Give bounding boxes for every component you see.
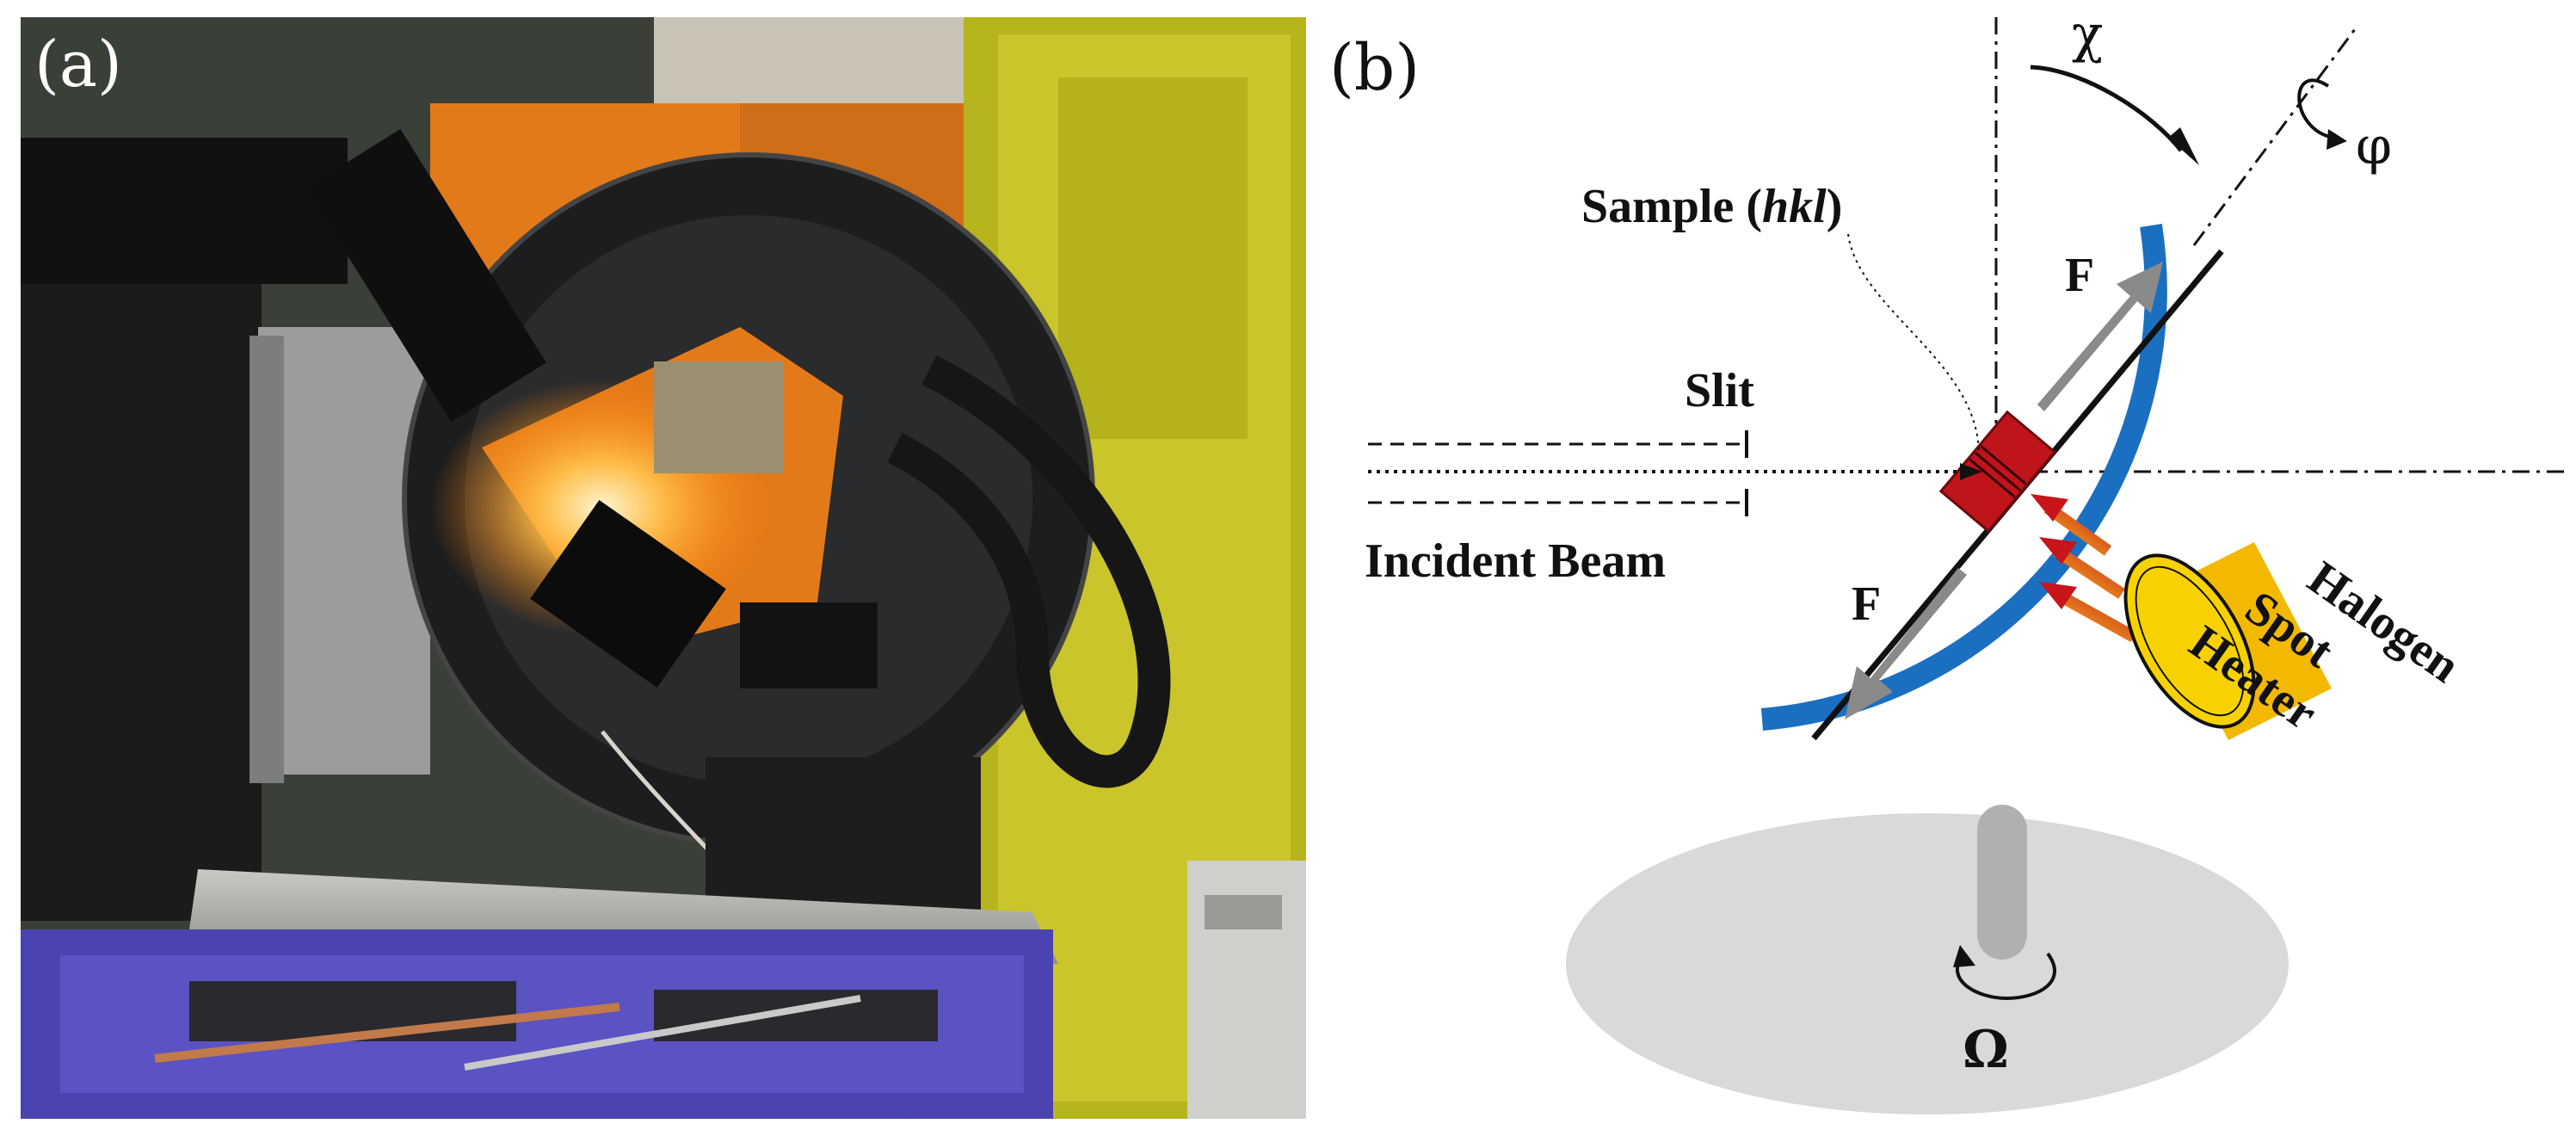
panel-a: (a) bbox=[21, 17, 1306, 1121]
panel-b: (b) Ω χ φ bbox=[1329, 4, 2564, 1114]
sample-leader-line bbox=[1847, 233, 1980, 455]
phi-axis bbox=[2192, 25, 2359, 246]
force-arrow-upper bbox=[2037, 262, 2163, 411]
sample-block bbox=[1938, 410, 2057, 534]
chi-label: χ bbox=[2072, 4, 2103, 65]
omega-rotation-arrow-icon bbox=[1953, 945, 2056, 1001]
omega-post bbox=[1977, 805, 2027, 960]
slit-label: Slit bbox=[1685, 364, 1754, 417]
panel-a-label: (a) bbox=[34, 28, 122, 102]
force-label-lower: F bbox=[1852, 577, 1881, 631]
force-arrow-lower bbox=[1845, 568, 1967, 719]
diffractometer-photo-icon bbox=[21, 17, 1306, 1121]
heat-rays bbox=[2031, 494, 2137, 643]
phi-label: φ bbox=[2356, 116, 2392, 176]
chi-arrow bbox=[2030, 65, 2183, 152]
incident-beam-arrowhead bbox=[1960, 463, 1982, 480]
chi-arrowhead bbox=[2168, 127, 2199, 165]
panel-b-label: (b) bbox=[1329, 31, 1420, 105]
omega-label: Ω bbox=[1963, 1020, 2008, 1080]
halogen-heater bbox=[2123, 542, 2332, 740]
omega-base-plate bbox=[1566, 813, 2289, 1114]
sample-label: Sample (hkl) bbox=[1581, 180, 1842, 233]
force-label-upper: F bbox=[2065, 249, 2094, 302]
incident-beam-label: Incident Beam bbox=[1365, 534, 1666, 588]
phi-rotation-arrow-icon bbox=[2297, 78, 2347, 150]
